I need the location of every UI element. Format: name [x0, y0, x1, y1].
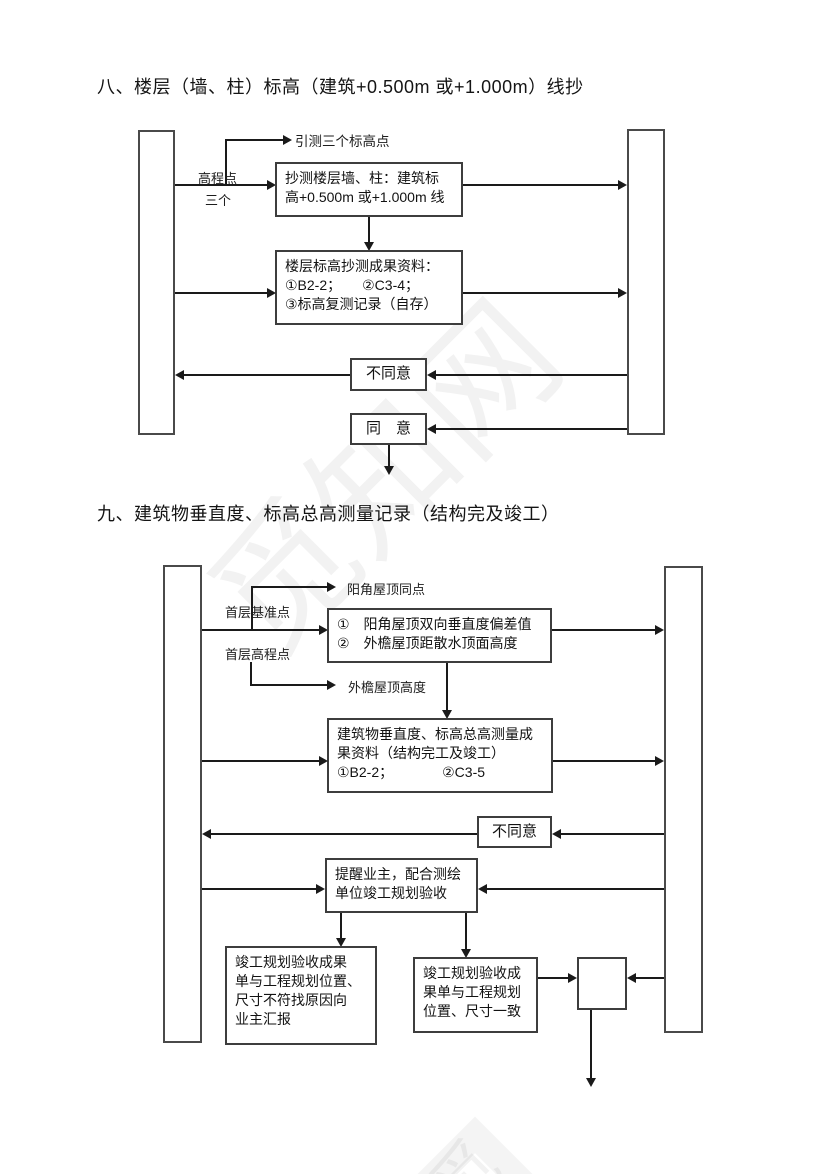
- watermark-logo-diamond: [326, 1116, 624, 1174]
- arrow-right-icon: [618, 180, 627, 190]
- section9-match-box: 竣工规划验收成 果单与工程规划 位置、尺寸一致: [413, 957, 538, 1033]
- section8-left-bar: [138, 130, 175, 435]
- section8-branch-label: 引测三个标高点: [295, 134, 390, 149]
- arrow-down-icon: [364, 242, 374, 251]
- flow-line: [175, 292, 267, 294]
- arrow-left-icon: [478, 884, 487, 894]
- arrow-right-icon: [655, 756, 664, 766]
- section9-branch-bottom-label: 外檐屋顶高度: [348, 680, 427, 695]
- section9-left-bar: [163, 565, 202, 1043]
- flow-line: [251, 587, 253, 630]
- flow-line: [184, 374, 350, 376]
- arrow-left-icon: [427, 424, 436, 434]
- flow-line: [553, 760, 655, 762]
- section8-agree-box: 同 意: [350, 413, 427, 445]
- flow-line: [368, 217, 370, 242]
- arrow-left-icon: [175, 370, 184, 380]
- section9-title: 九、建筑物垂直度、标高总高测量记录（结构完及竣工）: [97, 504, 560, 524]
- arrow-right-icon: [267, 180, 276, 190]
- flow-line: [340, 913, 342, 938]
- section9-remind-box: 提醒业主，配合测绘 单位竣工规划验收: [325, 858, 478, 913]
- arrow-right-icon: [267, 288, 276, 298]
- section9-results-box: 建筑物垂直度、标高总高测量成 果资料（结构完工及竣工） ①B2-2； ②C3-5: [327, 718, 553, 793]
- flow-line: [487, 888, 664, 890]
- arrow-right-icon: [655, 625, 664, 635]
- flow-line: [175, 184, 267, 186]
- section8-survey-box: 抄测楼层墙、柱：建筑标 高+0.500m 或+1.000m 线: [275, 162, 463, 217]
- section9-endpoint-box: [577, 957, 627, 1010]
- section8-disagree-box: 不同意: [350, 358, 427, 391]
- section9-datum-label: 首层基准点: [225, 605, 291, 620]
- arrow-right-icon: [319, 756, 328, 766]
- section8-title: 八、楼层（墙、柱）标高（建筑+0.500m 或+1.000m）线抄: [97, 77, 584, 97]
- flow-line: [465, 913, 467, 949]
- flow-line: [538, 977, 568, 979]
- section9-mismatch-box: 竣工规划验收成果 单与工程规划位置、 尺寸不符找原因向 业主汇报: [225, 946, 377, 1045]
- flow-line: [250, 684, 327, 686]
- flow-line: [436, 374, 627, 376]
- flow-line: [561, 833, 664, 835]
- flow-line: [202, 760, 319, 762]
- arrow-down-icon: [586, 1078, 596, 1087]
- section8-source-label-2: 三个: [205, 193, 232, 208]
- flow-line: [225, 139, 283, 141]
- section8-results-box: 楼层标高抄测成果资料： ①B2-2； ②C3-4； ③标高复测记录（自存）: [275, 250, 463, 325]
- watermark-logo-glyph: 觅: [407, 1117, 517, 1174]
- arrow-right-icon: [618, 288, 627, 298]
- section9-right-bar: [664, 566, 703, 1033]
- flow-line: [250, 662, 252, 686]
- arrow-right-icon: [327, 680, 336, 690]
- section8-right-bar: [627, 129, 665, 435]
- flow-line: [590, 1010, 592, 1078]
- flow-line: [225, 139, 227, 185]
- section9-branch-top-label: 阳角屋顶同点: [347, 582, 426, 597]
- section9-elevation-label: 首层高程点: [225, 647, 291, 662]
- arrow-left-icon: [552, 829, 561, 839]
- flow-line: [388, 445, 390, 466]
- section8-source-label-1: 高程点: [198, 171, 238, 186]
- flow-line: [202, 888, 316, 890]
- arrow-left-icon: [627, 973, 636, 983]
- section9-measure-box: ① 阳角屋顶双向垂直度偏差值 ② 外檐屋顶距散水顶面高度: [327, 608, 552, 663]
- flow-line: [463, 184, 618, 186]
- arrow-down-icon: [461, 949, 471, 958]
- arrow-down-icon: [336, 938, 346, 947]
- flow-line: [463, 292, 618, 294]
- flow-line: [436, 428, 627, 430]
- arrow-left-icon: [427, 370, 436, 380]
- arrow-right-icon: [327, 582, 336, 592]
- flow-line: [446, 663, 448, 710]
- arrow-right-icon: [316, 884, 325, 894]
- flow-line: [636, 977, 664, 979]
- flow-line: [202, 629, 319, 631]
- arrow-right-icon: [568, 973, 577, 983]
- arrow-down-icon: [384, 466, 394, 475]
- arrow-right-icon: [283, 135, 292, 145]
- flow-line: [251, 586, 327, 588]
- flow-line: [211, 833, 477, 835]
- arrow-left-icon: [202, 829, 211, 839]
- arrow-down-icon: [442, 710, 452, 719]
- section9-disagree-box: 不同意: [477, 816, 552, 848]
- arrow-right-icon: [319, 625, 328, 635]
- flow-line: [552, 629, 655, 631]
